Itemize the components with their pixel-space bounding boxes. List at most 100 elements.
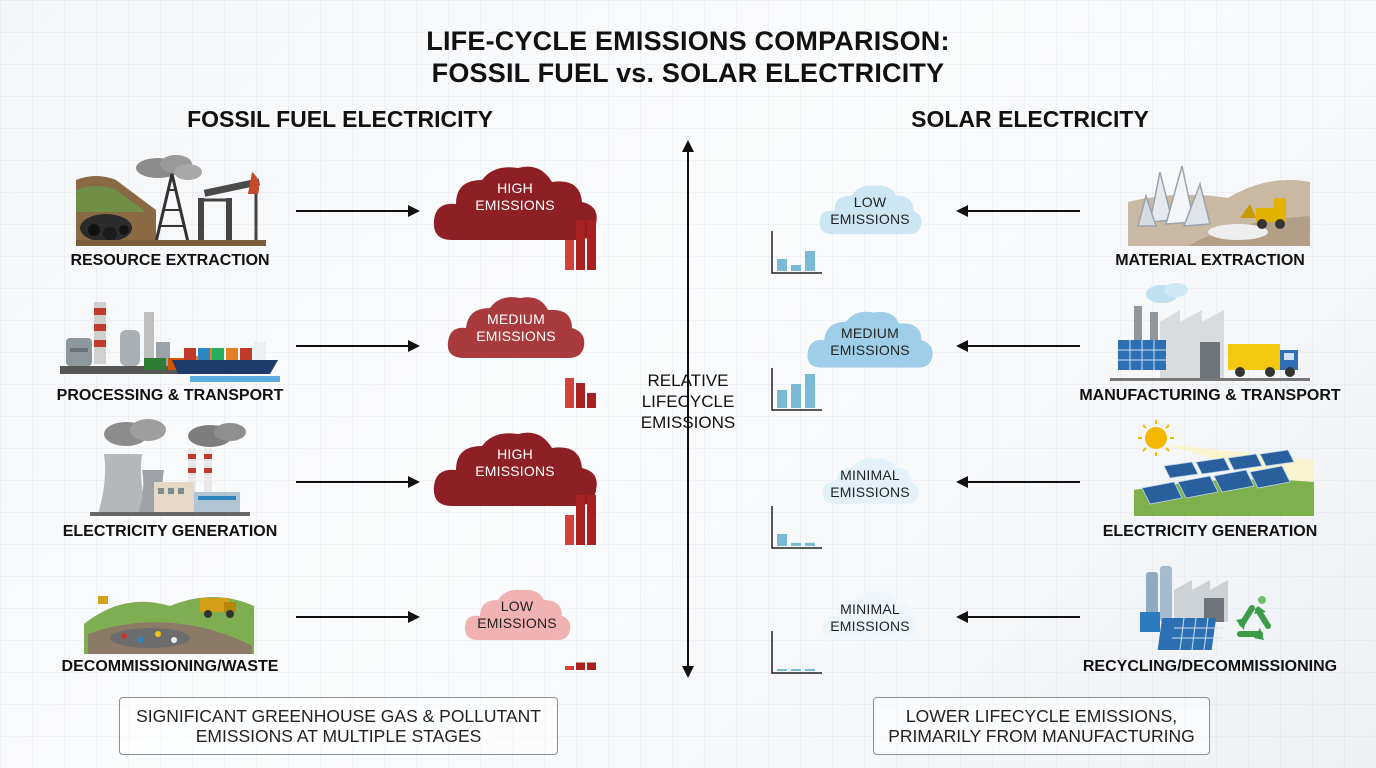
emission-level: HIGH [497,180,533,196]
fossil-stage-2-bar-1 [565,378,574,408]
solar-stage-1-axes [771,231,822,274]
emission-level: LOW [500,598,534,614]
solar-heading: SOLAR ELECTRICITY [911,106,1149,132]
solar-stage-3-bar-1 [777,534,787,546]
solar-stage-2-bar-2 [791,384,801,408]
emission-level: MINIMAL [840,601,900,617]
fossil-stage-1-label: RESOURCE EXTRACTION [70,252,270,269]
solar-stage-2-axes [771,368,822,411]
fossil-summary-line-2: EMISSIONS AT MULTIPLE STAGES [195,726,482,746]
cloud-fill [433,432,597,506]
fossil-summary-box: SIGNIFICANT GREENHOUSE GAS & POLLUTANT E… [119,697,558,755]
fossil-stage-1-bar-1 [565,240,574,270]
fossil-stage-2-emission: MEDIUM EMISSIONS [444,311,588,345]
solar-stage-1-bar-2 [791,265,801,271]
solar-stage-2-label: MANUFACTURING & TRANSPORT [1079,387,1341,404]
fossil-stage-2-label: PROCESSING & TRANSPORT [56,387,284,404]
solar-farm-sun-icon [1134,420,1314,516]
solar-stage-3-cloud: MINIMAL EMISSIONS [820,454,920,510]
cloud-fill [822,458,919,504]
cloud-shape-icon [464,589,571,640]
solar-stage-1-bar-3 [805,251,815,271]
power-plant-smokestacks-icon [90,419,250,516]
fossil-heading: FOSSIL FUEL ELECTRICITY [187,106,493,132]
fossil-stage-3-cloud: HIGH EMISSIONS [430,426,600,518]
cloud-shape-icon [822,458,919,504]
emission-word: EMISSIONS [830,484,910,500]
solar-stage-3-emission: MINIMAL EMISSIONS [820,467,920,501]
solar-summary-line-2: PRIMARILY FROM MANUFACTURING [888,726,1195,746]
solar-stage-3-label: ELECTRICITY GENERATION [1102,523,1318,540]
solar-stage-4-bar-3 [805,669,815,671]
solar-stage-3-bar-2 [791,542,801,546]
fossil-stage-3-emission: HIGH EMISSIONS [430,446,600,480]
fossil-stage-2-bar-2 [576,383,585,408]
solar-stage-2-bar-1 [777,390,787,408]
fossil-stage-2-bar-3 [587,393,596,408]
fossil-stage-1-bar-3 [587,220,596,270]
solar-stage-4-cloud: MINIMAL EMISSIONS [820,588,920,644]
emission-word: EMISSIONS [475,463,555,479]
center-axis-line-2: LIFECYCLE [641,392,735,411]
solar-summary-box: LOWER LIFECYCLE EMISSIONS, PRIMARILY FRO… [873,697,1210,755]
title-line-1: LIFE-CYCLE EMISSIONS COMPARISON: [426,26,950,56]
fossil-stage-4-bar-2 [576,662,585,670]
refinery-ship-train-icon [60,302,280,382]
center-axis-label: RELATIVE LIFECYCLE EMISSIONS [620,370,756,433]
emission-word: EMISSIONS [475,197,555,213]
solar-stage-3-axes [771,506,822,549]
fossil-summary-line-1: SIGNIFICANT GREENHOUSE GAS & POLLUTANT [136,706,541,726]
emission-level: LOW [853,194,887,210]
cloud-fill [822,592,919,638]
title-line-2: FOSSIL FUEL vs. SOLAR ELECTRICITY [431,58,945,88]
cloud-fill [464,589,571,640]
solar-stage-2-bar-3 [805,374,815,408]
emission-word: EMISSIONS [477,615,557,631]
solar-stage-1-emission: LOW EMISSIONS [816,194,924,228]
fossil-stage-4-label: DECOMMISSIONING/WASTE [61,658,279,675]
relative-emissions-axis [682,140,694,678]
solar-stage-1-bar-1 [777,259,787,271]
cloud-fill [433,166,597,240]
solar-summary-line-1: LOWER LIFECYCLE EMISSIONS, [905,706,1178,726]
fossil-stage-3-bar-2 [576,495,585,545]
solar-stage-4-axes [771,631,822,674]
recycling-facility-icon [1140,566,1271,651]
cloud-shape-icon [433,166,597,240]
cloud-shape-icon [822,592,919,638]
fossil-stage-1-bar-2 [576,220,585,270]
cloud-shape-icon [433,432,597,506]
coal-mine-oil-pump-icon [76,155,266,246]
solar-stage-4-emission: MINIMAL EMISSIONS [820,601,920,635]
fossil-stage-2-cloud: MEDIUM EMISSIONS [444,292,588,366]
fossil-stage-4-bar-1 [565,666,574,670]
solar-stage-3-bar-3 [805,542,815,546]
fossil-stage-4-bar-3 [587,662,596,670]
solar-stage-2-emission: MEDIUM EMISSIONS [804,325,936,359]
solar-factory-truck-icon [1110,283,1310,381]
solar-stage-4-bar-2 [791,669,801,671]
fossil-stage-3-bar-1 [565,515,574,545]
cloud-fill [819,185,922,235]
solar-stage-4-label: RECYCLING/DECOMMISSIONING [1082,658,1338,675]
solar-stage-2-cloud: MEDIUM EMISSIONS [804,306,936,376]
emission-level: MINIMAL [840,467,900,483]
solar-stage-1-label: MATERIAL EXTRACTION [1115,252,1305,269]
fossil-stage-4-emission: LOW EMISSIONS [462,598,572,632]
emission-level: MEDIUM [487,311,545,327]
emission-word: EMISSIONS [830,211,910,227]
emission-word: EMISSIONS [476,328,556,344]
fossil-stage-1-emission: HIGH EMISSIONS [430,180,600,214]
center-axis-line-1: RELATIVE [647,371,729,390]
cloud-shape-icon [447,297,585,358]
crystal-quarry-bulldozer-icon [1128,165,1310,246]
fossil-stage-1-cloud: HIGH EMISSIONS [430,160,600,252]
emission-word: EMISSIONS [830,618,910,634]
fossil-stage-3-label: ELECTRICITY GENERATION [62,523,278,540]
cloud-shape-icon [807,311,933,368]
emission-level: MEDIUM [841,325,899,341]
emission-level: HIGH [497,446,533,462]
landfill-truck-icon [84,596,254,654]
